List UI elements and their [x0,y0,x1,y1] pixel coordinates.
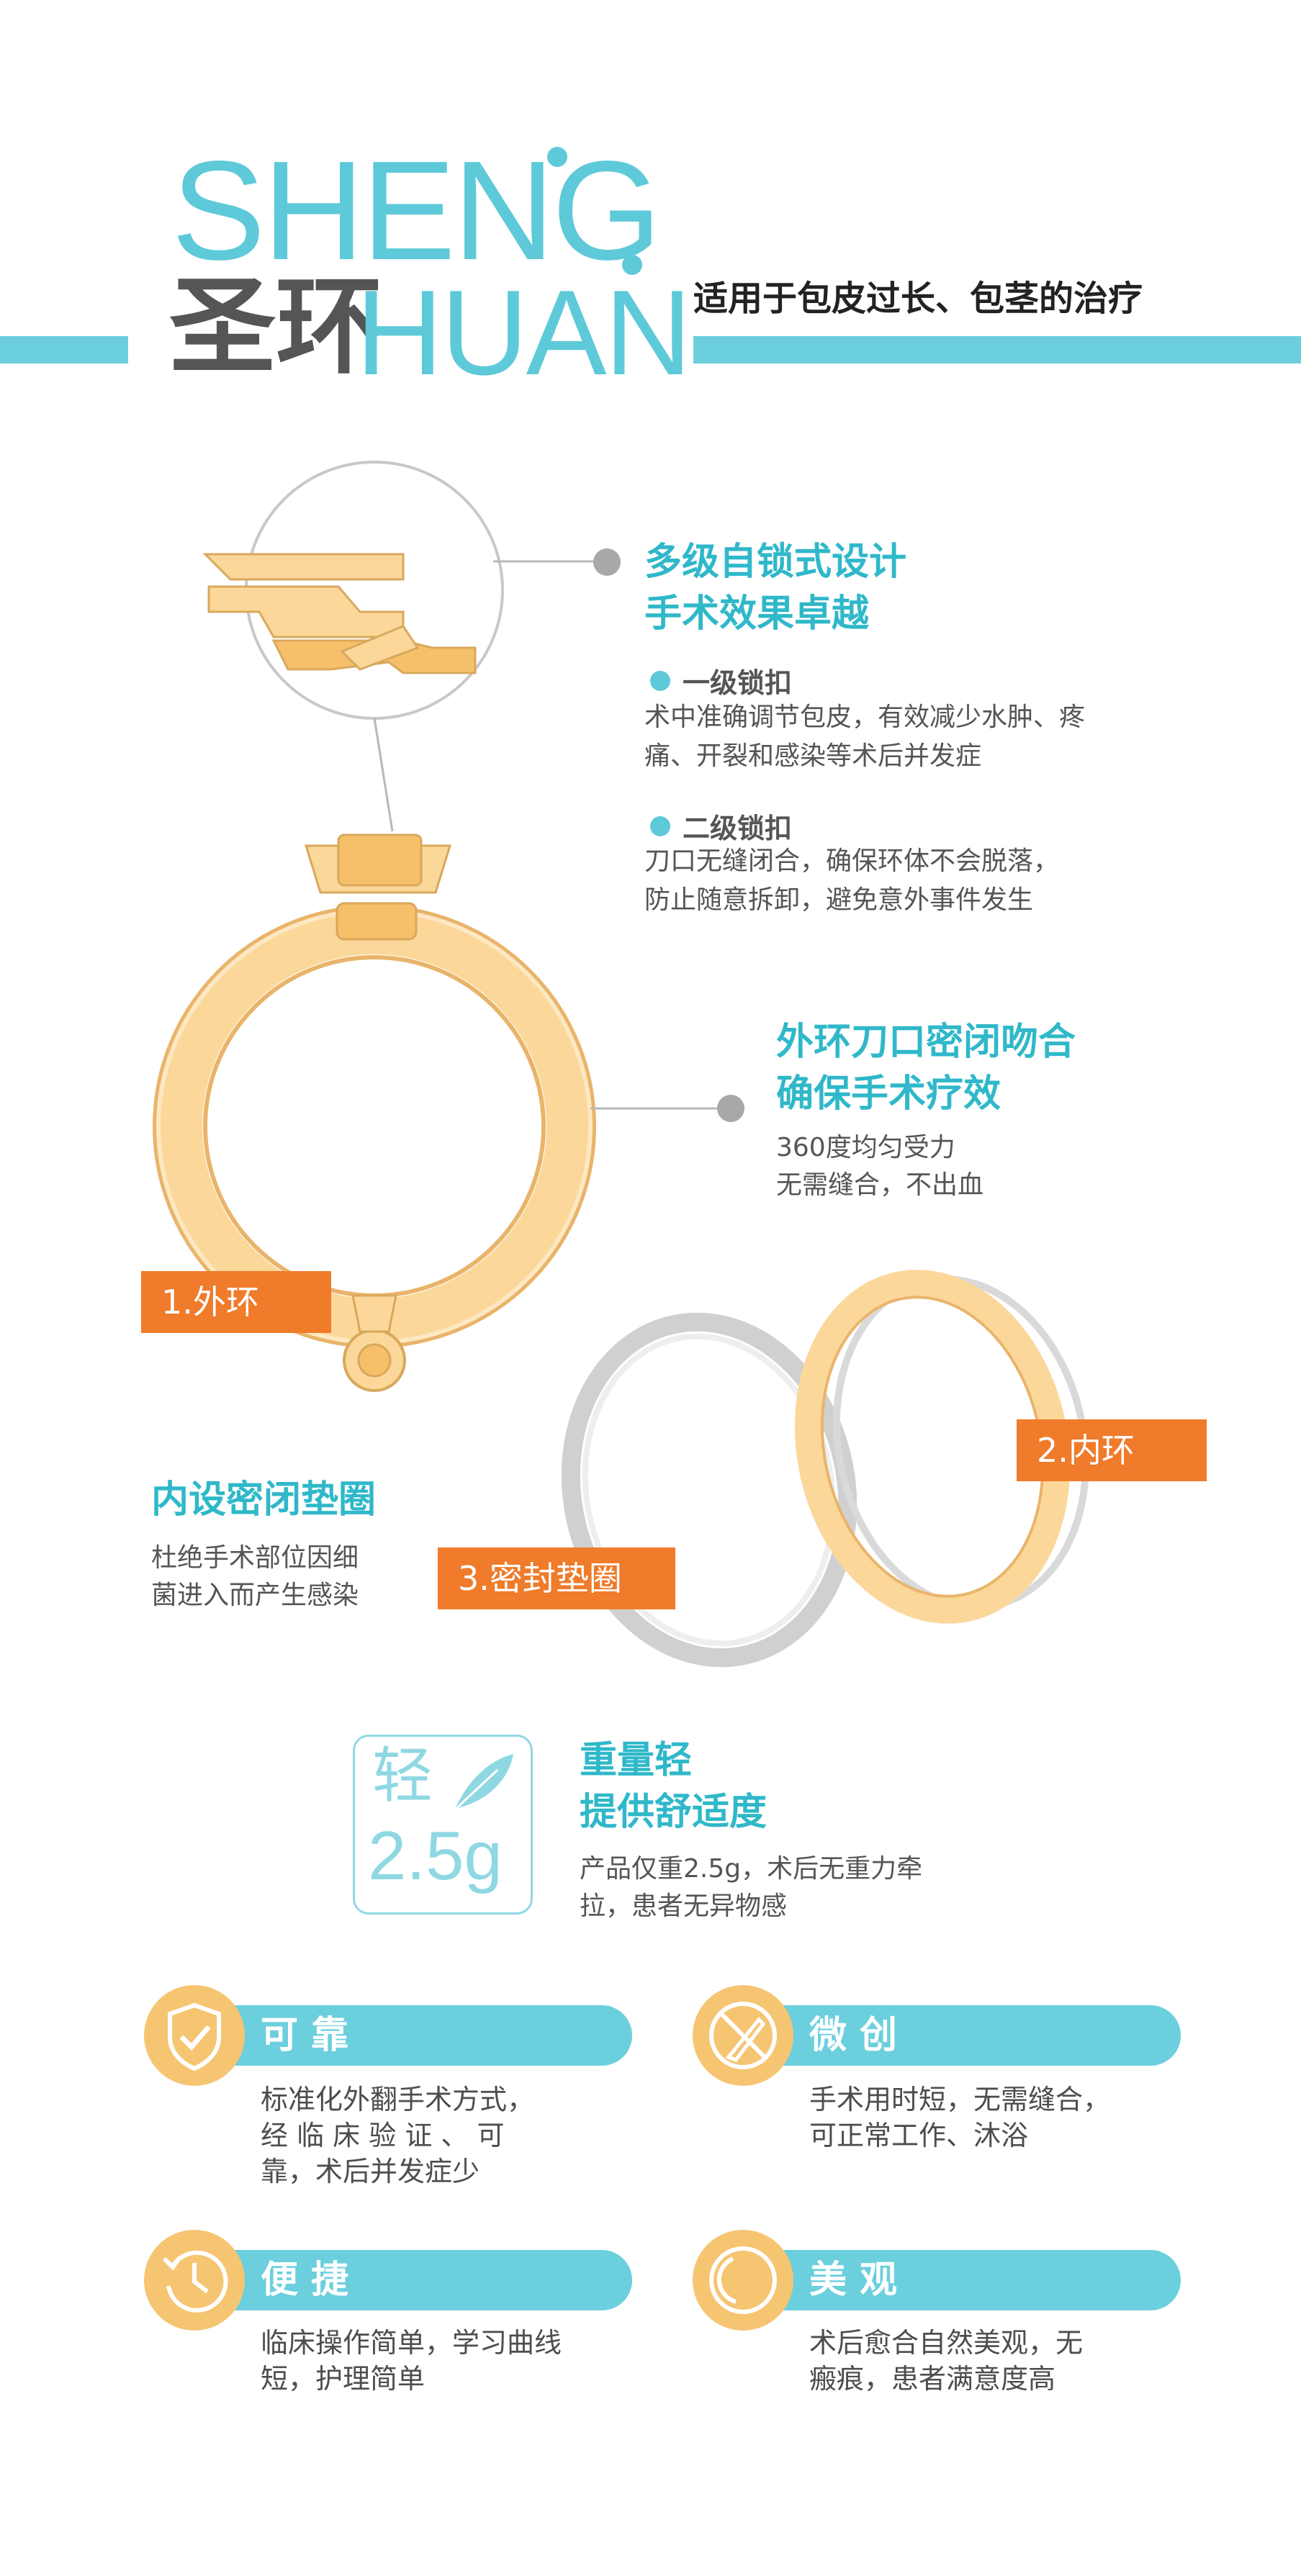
logo-huan: HUAN [356,265,692,400]
weight-title-1: 重量轻 [580,1739,693,1782]
feature-badge-aesthetic [693,2230,793,2331]
lock-item-1-line-2: 痛、开裂和感染等术后并发症 [644,741,982,771]
feature-text-reliable-2: 经 临 床 验 证 、 可 [261,2120,505,2151]
header-bar-left [0,336,128,363]
outer-ring-icon [153,833,596,1392]
bullet-dot [650,816,670,836]
lock-item-1-line-1: 术中准确调节包皮，有效减少水肿、疼 [644,702,1086,732]
weight-line-2: 拉，患者无异物感 [580,1892,788,1921]
outer-ring-line-1: 360度均匀受力 [776,1133,955,1162]
feature-text-reliable-3: 靠，术后并发症少 [261,2156,480,2187]
seal-line-1: 杜绝手术部位因细 [151,1543,359,1573]
bullet-dot [650,671,670,691]
callout-dot-outer-ring [717,1095,744,1122]
outer-ring-title-1: 外环刀口密闭吻合 [776,1021,1076,1064]
lock-item-2-line-1: 刀口无缝闭合，确保环体不会脱落， [644,846,1060,876]
header-bar-right [693,336,1301,363]
lock-design-title-1: 多级自锁式设计 [644,541,907,584]
weight-line-1: 产品仅重2.5g，术后无重力牵 [580,1854,923,1884]
feature-badge-reliable [144,1985,245,2086]
seal-line-2: 菌进入而产生感染 [151,1581,359,1610]
weight-box: 轻 2.5g [353,1735,533,1915]
feature-pill-aesthetic [737,2250,1181,2310]
lock-design-title-2: 手术效果卓越 [644,592,870,636]
feature-pill-reliable [189,2005,632,2066]
weight-box-value: 2.5g [368,1817,503,1894]
feature-text-convenient-2: 短，护理简单 [261,2363,426,2395]
callout-dot-lock [593,548,621,576]
feature-badge-minimal [693,1985,793,2086]
lock-item-1-title: 一级锁扣 [683,667,793,699]
outer-ring-line-2: 无需缝合，不出血 [776,1170,984,1200]
feature-text-reliable-1: 标准化外翻手术方式， [261,2084,535,2115]
lock-detail-icon [202,553,477,674]
feather-icon [453,1754,513,1812]
header-tagline: 适用于包皮过长、包茎的治疗 [693,279,1143,319]
tag-outer-ring: 1.外环 [141,1271,331,1333]
feature-text-minimal-2: 可正常工作、沐浴 [809,2120,1029,2151]
tag-gasket: 3.密封垫圈 [438,1547,675,1609]
feature-pill-convenient [189,2250,632,2310]
seal-title: 内设密闭垫圈 [151,1478,377,1522]
feature-text-convenient-1: 临床操作简单，学习曲线 [261,2327,562,2359]
lock-item-2-line-2: 防止随意拆卸，避免意外事件发生 [644,885,1034,915]
feature-label-convenient: 便捷 [261,2259,362,2302]
feature-label-minimal: 微创 [809,2014,911,2057]
feature-badge-convenient [144,2230,245,2331]
lock-item-2-title: 二级锁扣 [683,813,793,844]
feature-text-minimal-1: 手术用时短，无需缝合， [809,2084,1111,2115]
outer-ring-title-2: 确保手术疗效 [776,1072,1001,1116]
feature-pill-minimal [737,2005,1181,2066]
feature-label-aesthetic: 美观 [809,2259,911,2302]
weight-title-2: 提供舒适度 [580,1791,767,1834]
feature-text-aesthetic-2: 瘢痕，患者满意度高 [809,2363,1056,2395]
logo-sheng: SHENG [171,132,662,289]
logo-chat-bubble-icon [547,147,642,275]
tag-inner-ring: 2.内环 [1017,1419,1207,1481]
product-illustration [153,461,1090,1668]
shield-check-icon [168,2002,221,2071]
no-scalpel-icon [709,2002,777,2069]
circle-icon [709,2246,777,2314]
weight-box-char: 轻 [372,1740,433,1811]
clock-icon [162,2250,228,2313]
logo-shenghuan-cn: 圣环 [169,265,382,389]
feature-text-aesthetic-1: 术后愈合自然美观，无 [809,2327,1084,2359]
feature-label-reliable: 可靠 [261,2014,362,2057]
